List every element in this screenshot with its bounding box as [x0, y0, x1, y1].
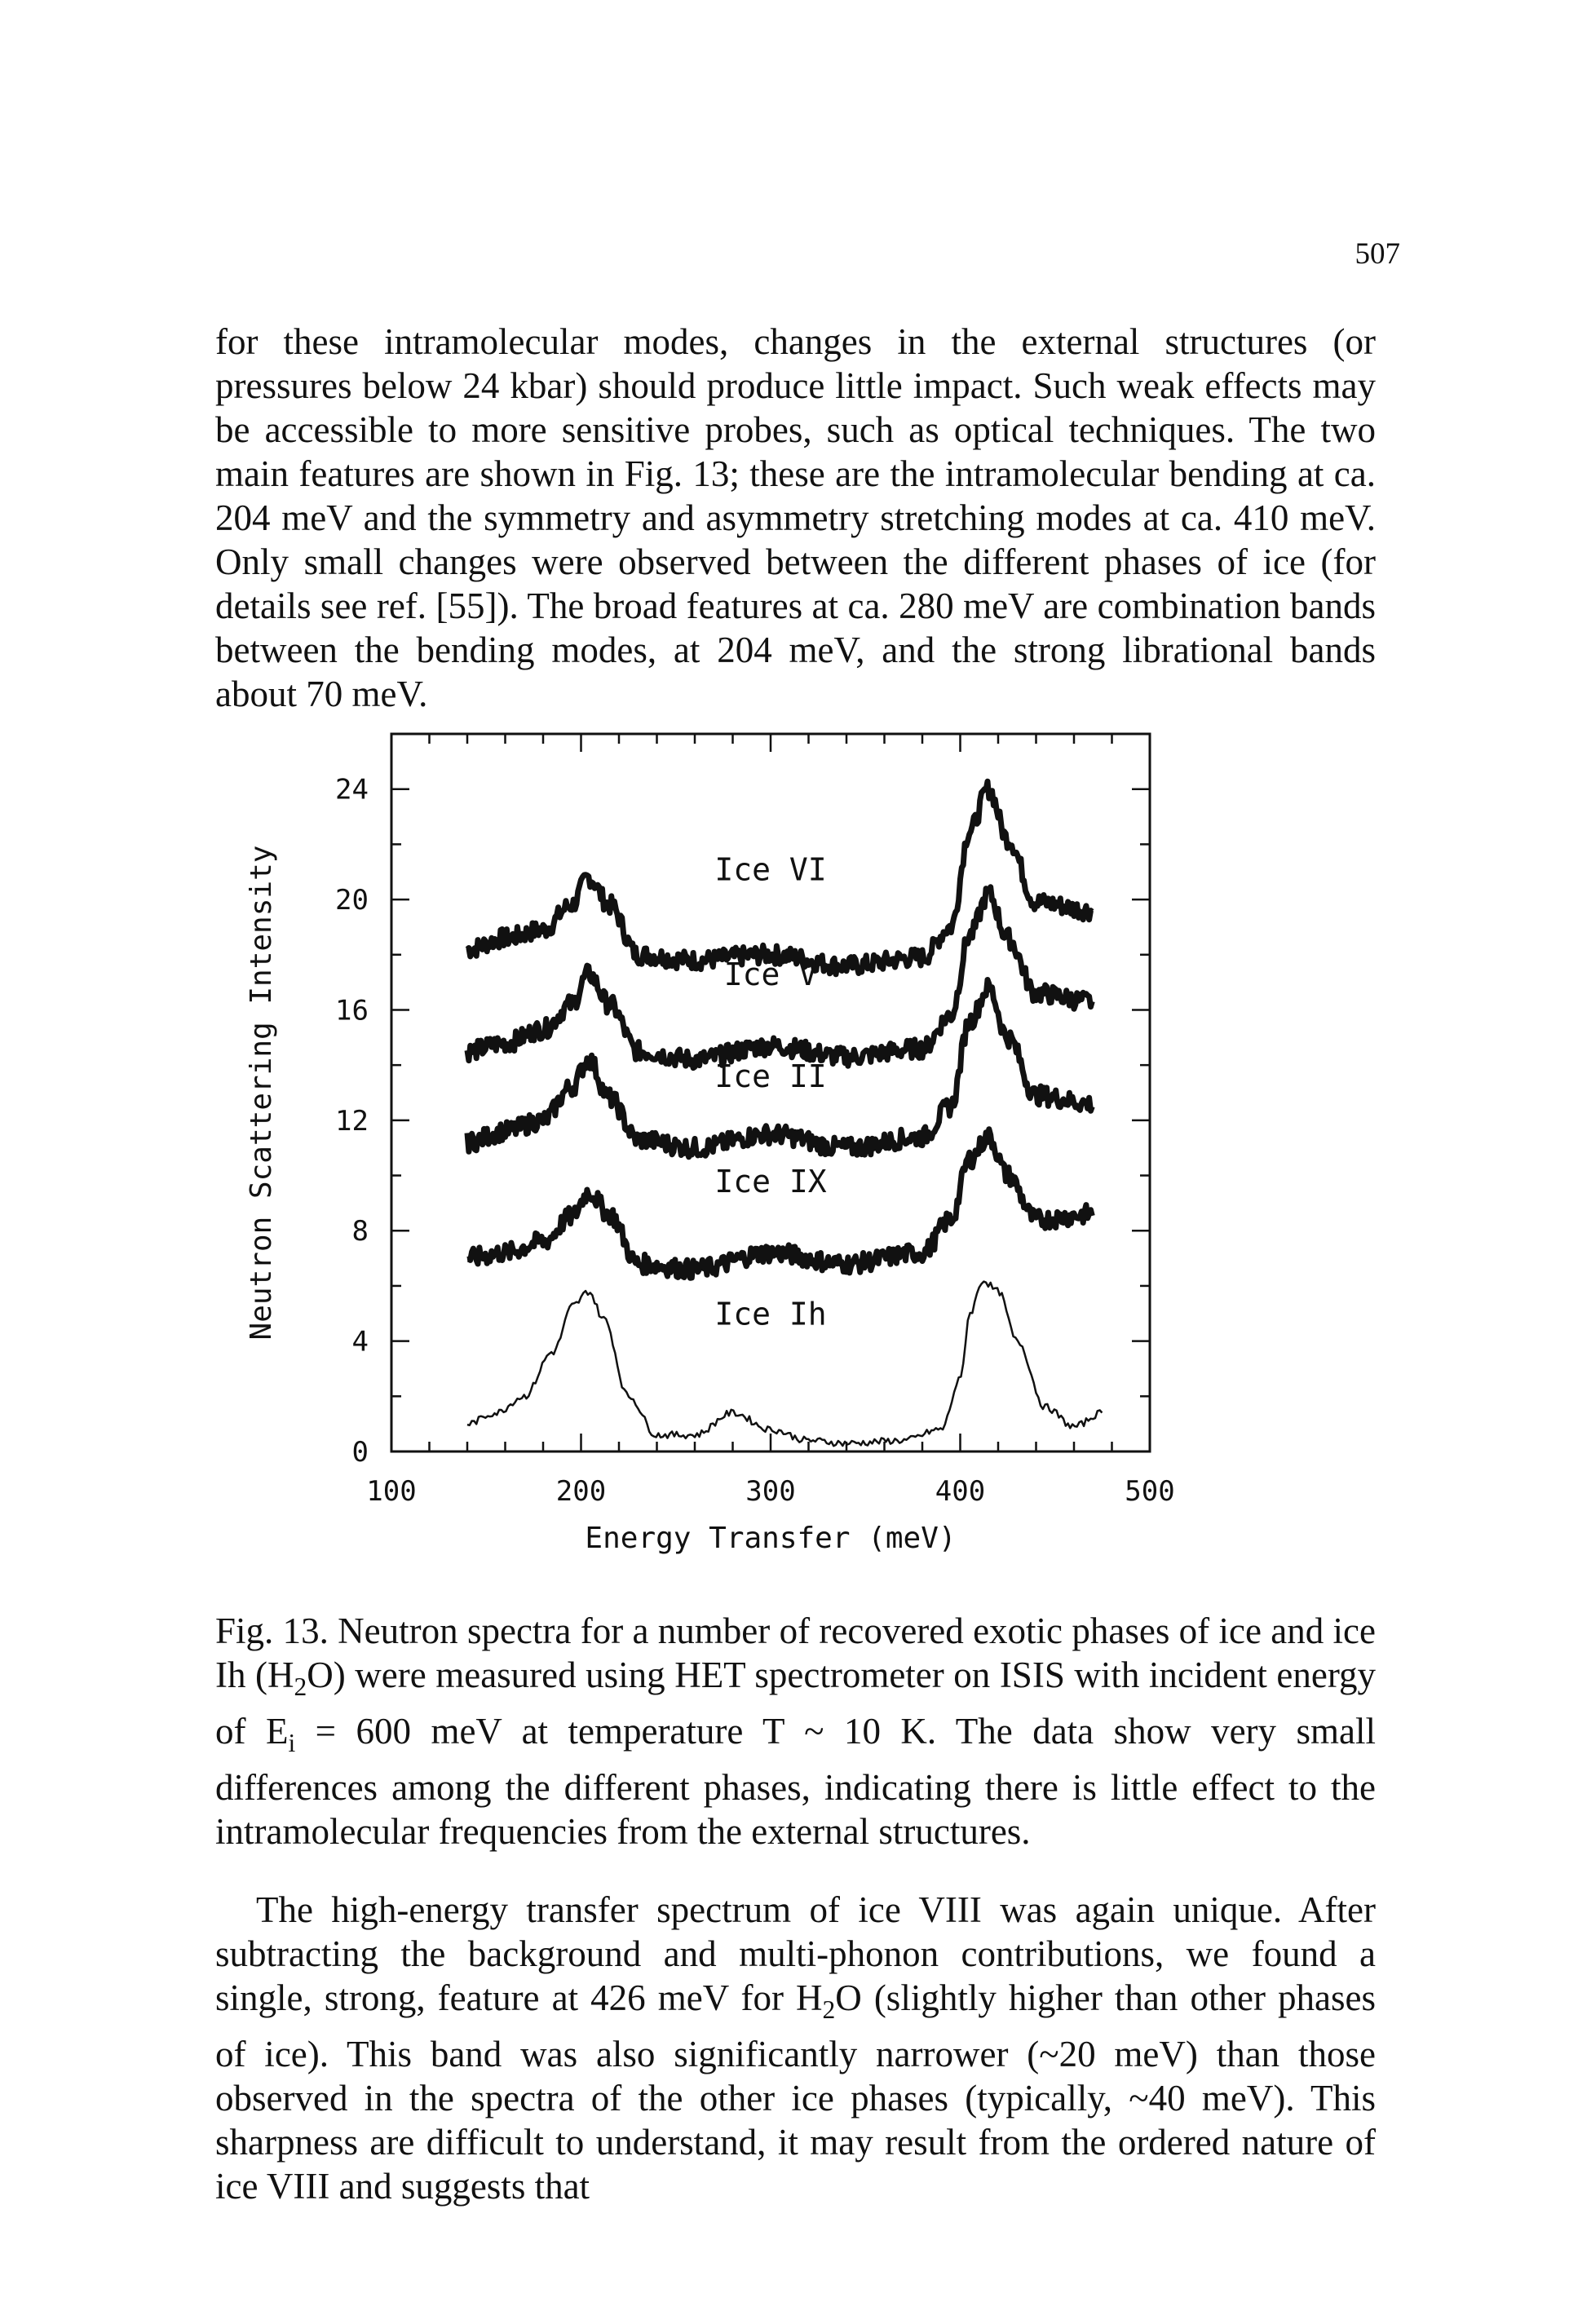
x-tick-label: 500 [1125, 1475, 1174, 1508]
series-label: Ice V [724, 957, 817, 992]
y-tick-label: 24 [335, 774, 369, 806]
y-tick-label: 20 [335, 884, 369, 917]
series-line [466, 1126, 1095, 1281]
series-label: Ice VI [714, 851, 826, 887]
series-line [464, 884, 1095, 1071]
series-line [464, 977, 1095, 1160]
y-tick-label: 4 [352, 1326, 369, 1359]
caption-sub-2: i [288, 1729, 296, 1757]
figure-caption: Fig. 13. Neutron spectra for a number of… [215, 1609, 1376, 1853]
series-line [466, 1280, 1103, 1447]
caption-text-2: O) were measured using HET spectrometer … [215, 1655, 1376, 1752]
series-line [465, 778, 1094, 978]
x-tick-label: 200 [556, 1475, 606, 1508]
y-tick-label: 0 [352, 1436, 369, 1469]
body-paragraph-2: The high-energy transfer spectrum of ice… [215, 1888, 1376, 2208]
y-tick-label: 16 [335, 994, 369, 1027]
series-label: Ice Ih [714, 1296, 826, 1332]
y-tick-label: 12 [335, 1105, 369, 1138]
series-label: Ice II [714, 1058, 826, 1094]
x-tick-label: 300 [745, 1475, 795, 1508]
paragraph2-text-2: O (slightly higher than other phases of … [215, 1977, 1376, 2207]
paragraph2-sub-1: 2 [822, 1995, 836, 2024]
paragraph2-text-1: The high-energy transfer spectrum of ice… [215, 1889, 1376, 2018]
x-axis-label: Energy Transfer (meV) [585, 1522, 956, 1555]
body-paragraph-1: for these intramolecular modes, changes … [215, 321, 1376, 714]
caption-text-3: = 600 meV at temperature T ~ 10 K. The d… [215, 1711, 1376, 1852]
page-number: 507 [1355, 237, 1401, 271]
y-axis-label: Neutron Scattering Intensity [245, 846, 278, 1341]
x-tick-label: 400 [935, 1475, 985, 1508]
caption-text-1: Fig. 13. Neutron spectra for a number of… [215, 1610, 1376, 1695]
series-label: Ice IX [714, 1164, 826, 1200]
y-tick-label: 8 [352, 1215, 369, 1248]
caption-sub-1: 2 [294, 1672, 307, 1701]
x-tick-label: 100 [366, 1475, 416, 1508]
